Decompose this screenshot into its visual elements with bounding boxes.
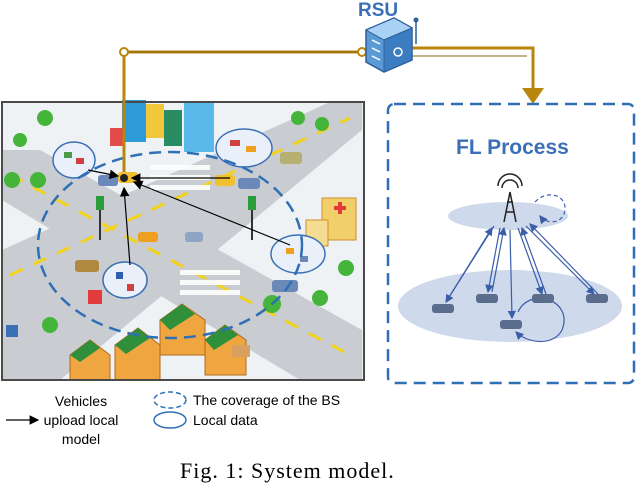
rsu-to-fl-arrowhead <box>522 88 544 104</box>
fl-clients-ellipse <box>398 270 622 342</box>
rsu-icon <box>364 17 419 73</box>
legend-coverage: The coverage of the BS <box>193 392 341 408</box>
fl-arrows <box>445 223 599 320</box>
city-frame <box>1 101 365 381</box>
traffic-lights <box>96 196 256 240</box>
bs-coverage-area <box>36 150 304 340</box>
fl-process-panel <box>386 102 636 385</box>
buildings <box>110 100 214 152</box>
figure-caption: Fig. 1: System model. <box>180 458 395 483</box>
legend-local-data: Local data <box>193 412 258 428</box>
fl-server-ellipse <box>448 202 568 230</box>
upload-arrows <box>87 169 291 266</box>
legend-vehicles-upload: Vehicles upload local model <box>43 393 119 447</box>
tower-icon <box>497 173 523 223</box>
rsu-label: RSU <box>358 0 399 21</box>
local-data-icons <box>64 140 308 291</box>
legend-coverage-icon <box>153 391 187 409</box>
rsu-links <box>119 46 535 172</box>
fl-vehicles <box>432 294 608 329</box>
trees <box>4 110 354 333</box>
houses <box>69 303 250 381</box>
legend-local-data-icon <box>153 411 187 429</box>
base-station-icon <box>120 174 128 182</box>
server-loop-arrow <box>534 194 566 225</box>
fl-process-title: FL Process <box>456 136 569 159</box>
hospital <box>305 197 357 247</box>
local-data-bubbles <box>52 128 326 299</box>
